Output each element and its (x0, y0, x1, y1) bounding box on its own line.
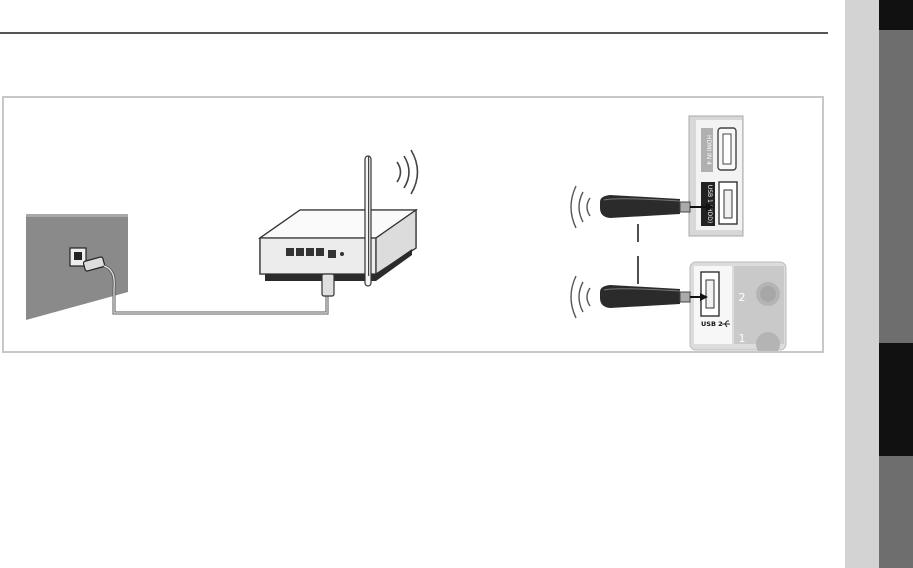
side-tab-grey (879, 0, 913, 568)
usb2-port-label: USB 2 (701, 320, 723, 328)
tv-port-panel-top: HDMI IN 4 USB 1 (HDD) (689, 116, 743, 236)
side-tab-active-chapter (879, 343, 913, 456)
connection-figure: HDMI IN 4 USB 1 (HDD) (2, 96, 824, 353)
side-tab-top (879, 0, 913, 30)
side-chapter-tabs (845, 0, 913, 568)
tv-port-panel-bottom: 2 1 USB 2 (690, 262, 786, 351)
port-2-label: 2 (739, 291, 746, 304)
wifi-signal-icon (571, 186, 590, 228)
header-rule (0, 32, 828, 34)
hdmi-port-label: HDMI IN 4 (705, 135, 712, 165)
router-icon (260, 156, 416, 296)
side-tab-light (845, 0, 879, 568)
port-1-label: 1 (739, 332, 746, 345)
connection-diagram: HDMI IN 4 USB 1 (HDD) (4, 98, 822, 351)
wifi-signal-icon (571, 276, 590, 318)
wifi-signal-icon (397, 150, 418, 194)
